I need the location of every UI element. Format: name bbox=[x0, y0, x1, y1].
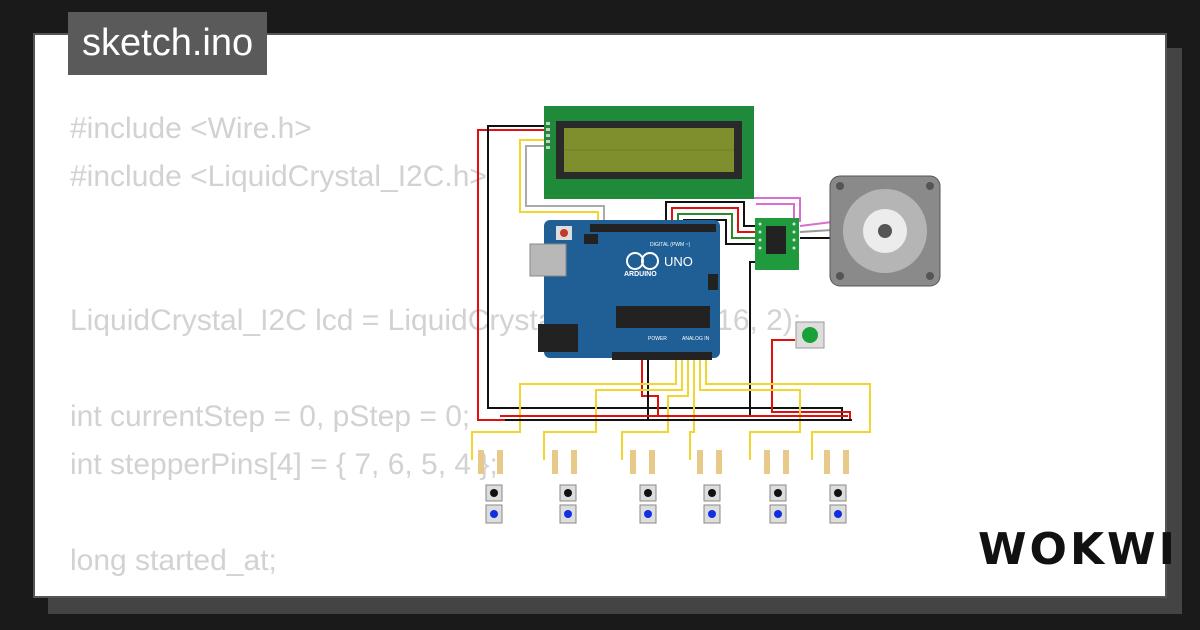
code-line: #include <Wire.h> bbox=[70, 112, 312, 145]
code-line: #include <LiquidCrystal_I2C.h> bbox=[70, 160, 487, 193]
wire-d6 bbox=[671, 207, 760, 233]
wire-a3 bbox=[689, 358, 695, 460]
wire-lcd-scl bbox=[525, 145, 605, 226]
board-brand-label: UNO bbox=[664, 254, 693, 269]
button-column-4[interactable] bbox=[697, 450, 722, 524]
arduino-uno-board[interactable]: UNO ARDUINO DIGITAL (PWM ~) ANALOG IN PO… bbox=[529, 220, 720, 360]
wire-lcd-gnd bbox=[477, 129, 548, 421]
wires bbox=[471, 125, 871, 460]
digital-header-label: DIGITAL (PWM ~) bbox=[650, 242, 690, 248]
wire-a2 bbox=[621, 358, 689, 460]
wire-drv-pink-2 bbox=[756, 203, 795, 222]
board-maker-label: ARDUINO bbox=[624, 271, 657, 278]
wire-a0 bbox=[471, 358, 677, 460]
stepper-driver-board[interactable] bbox=[755, 218, 799, 270]
wire-green-btn-red bbox=[771, 339, 851, 420]
stepper-motor[interactable] bbox=[829, 175, 941, 287]
wire-lcd-sda bbox=[519, 139, 599, 226]
lcd-display[interactable] bbox=[544, 106, 754, 199]
button-column-6[interactable] bbox=[824, 450, 849, 524]
sketch-filename-tab[interactable]: sketch.ino bbox=[68, 12, 268, 75]
wire-d5 bbox=[677, 213, 760, 239]
input-buttons bbox=[478, 450, 849, 524]
wire-a1 bbox=[543, 358, 683, 460]
code-line: int stepperPins[4] = { 7, 6, 5, 4 }; bbox=[70, 448, 498, 481]
button-column-3[interactable] bbox=[630, 450, 657, 524]
wire-a5 bbox=[705, 358, 871, 460]
green-push-button[interactable] bbox=[795, 321, 825, 349]
wire-d7 bbox=[665, 201, 760, 227]
wire-a4 bbox=[699, 358, 801, 460]
wokwi-logo: WOKWI bbox=[978, 524, 1178, 575]
wire-drv-pink bbox=[750, 197, 801, 222]
wire-power-red bbox=[641, 358, 659, 416]
button-column-1[interactable] bbox=[478, 450, 503, 524]
code-line: int currentStep = 0, pStep = 0; bbox=[70, 400, 471, 433]
button-column-5[interactable] bbox=[764, 450, 789, 524]
code-line: long started_at; bbox=[70, 544, 277, 577]
button-column-2[interactable] bbox=[552, 450, 577, 524]
wire-green-btn-black bbox=[749, 261, 755, 416]
analog-header-label: ANALOG IN bbox=[682, 336, 710, 342]
power-header-label: POWER bbox=[648, 336, 667, 342]
